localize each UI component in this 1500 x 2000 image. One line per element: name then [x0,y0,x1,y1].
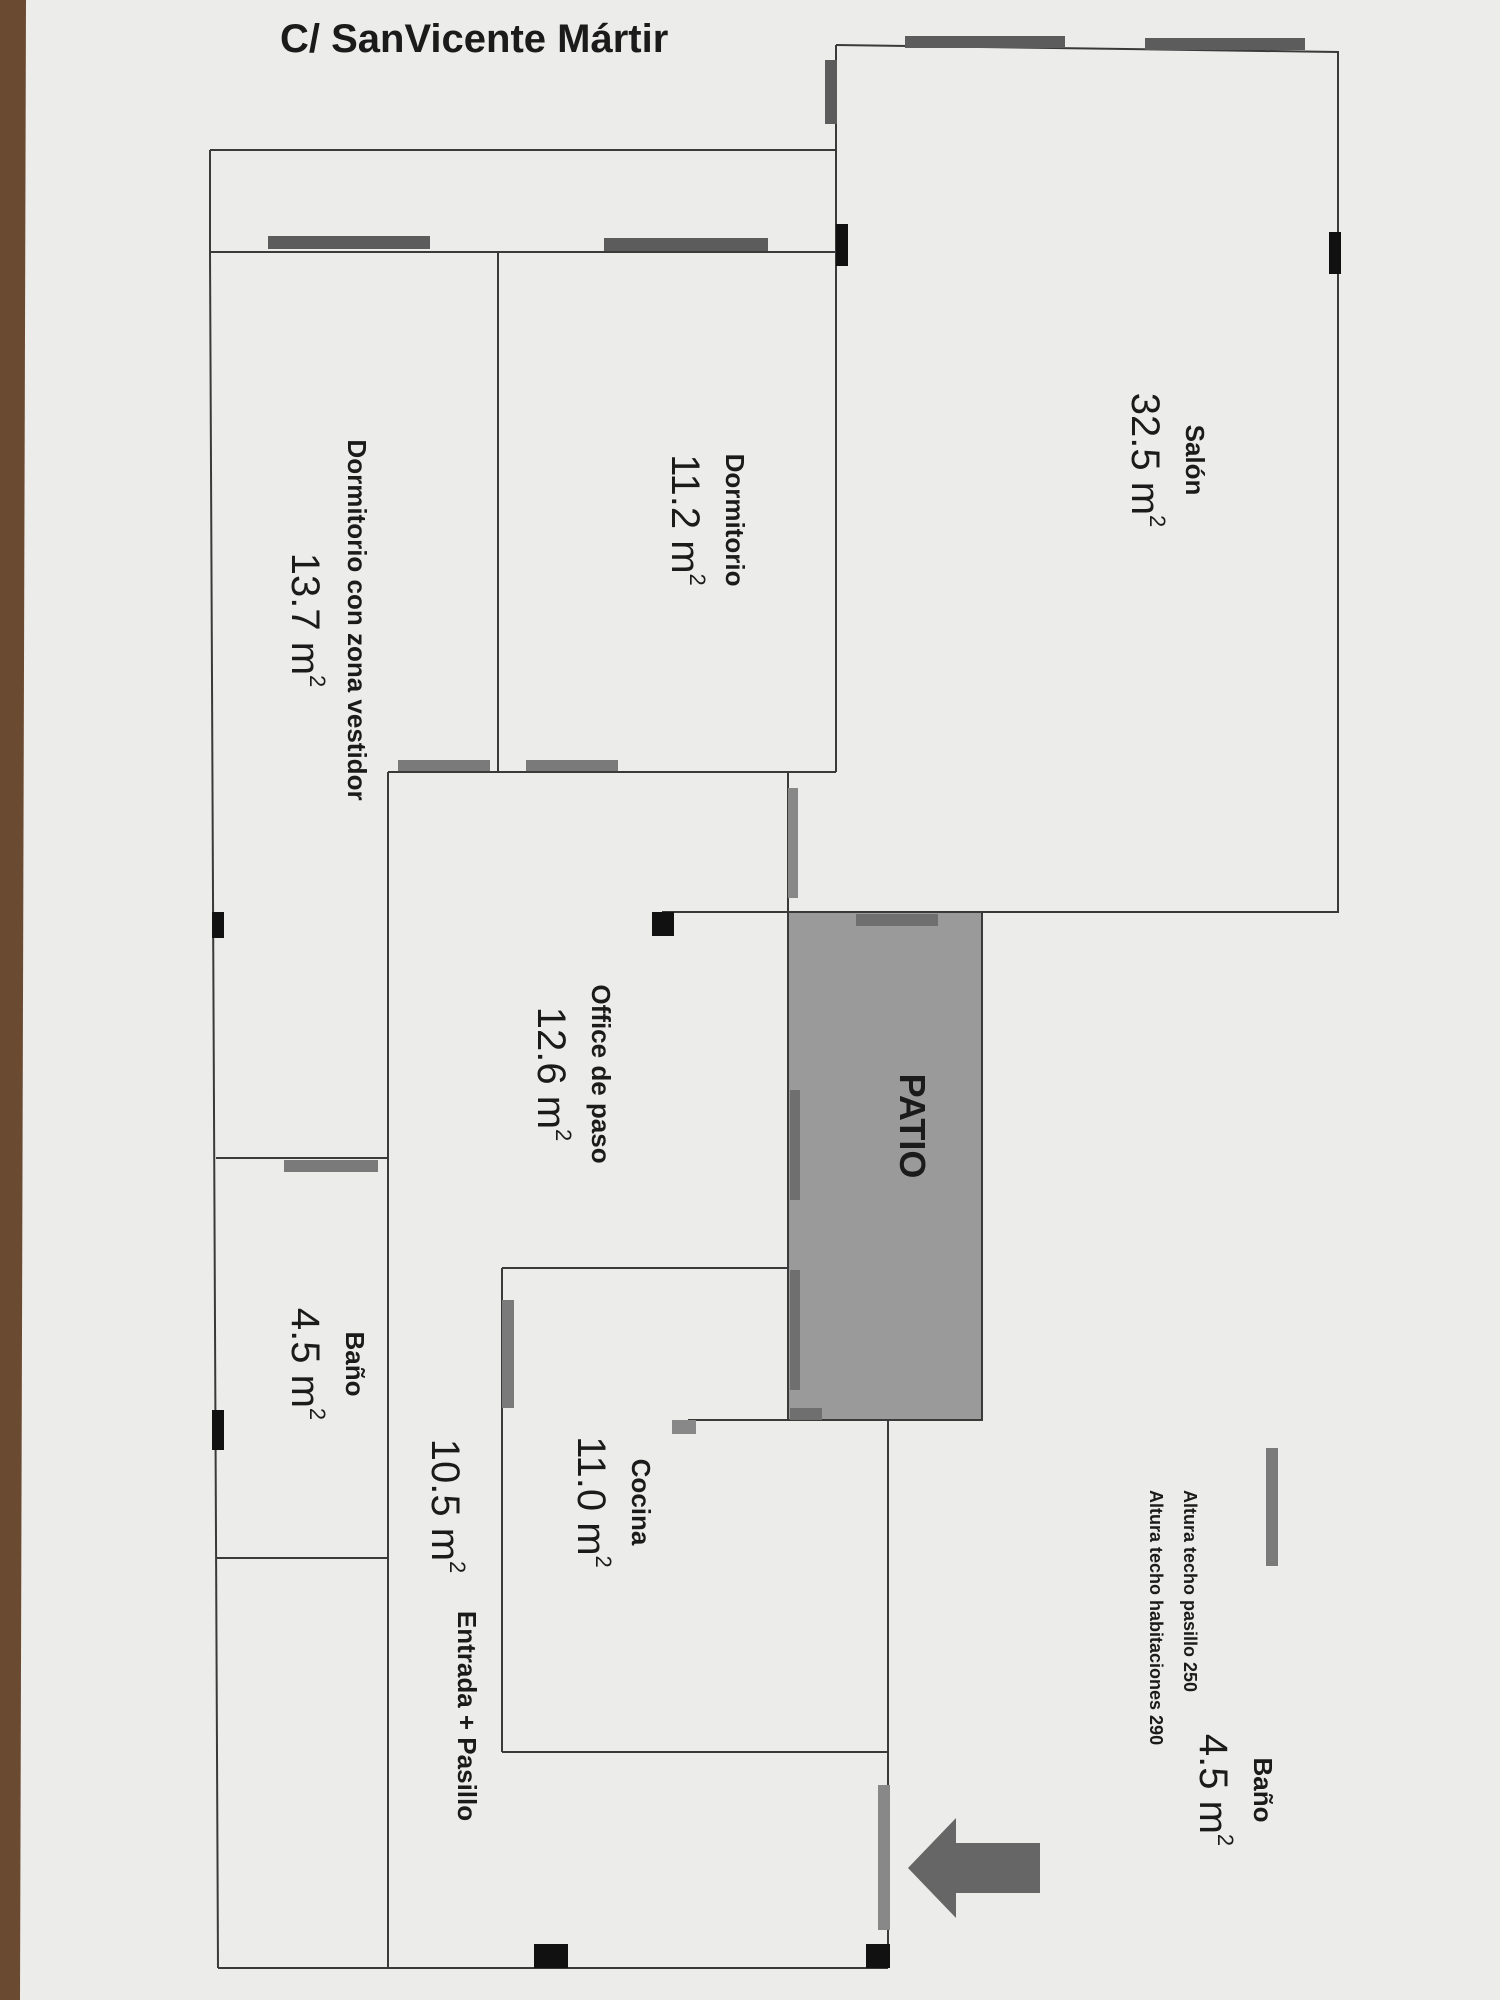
room-office-area: 12.6 m2 [529,1007,576,1142]
room-dormitorio-vestidor: 13.7 m2 Dormitorio con zona vestidor [283,439,372,800]
room-office-name: Office de paso [586,984,616,1163]
room-cocina-area: 11.0 m2 [569,1436,616,1568]
street-label: C/ SanVicente Mártir [280,17,668,61]
room-dormitorio-vestidor-name: Dormitorio con zona vestidor [342,439,372,800]
room-cocina-name: Cocina [626,1459,656,1546]
room-dormitorio-name: Dormitorio [720,454,750,587]
patio-area [787,911,983,1421]
room-bano-2-area: 4.5 m2 [1191,1734,1238,1846]
paper-sheet [20,0,1500,2000]
entrance-arrow-icon [908,1818,1040,1918]
room-dormitorio: Dormitorio 11.2 m2 [663,454,750,587]
doors [212,224,1341,1968]
ceiling-note-2: Altura techo habitaciones 290 [1146,1490,1166,1745]
room-bano-2-name: Baño [1248,1758,1278,1823]
room-entrada-label: Entrada + Pasillo [452,1611,482,1821]
room-salon-area: 32.5 m2 [1123,393,1170,528]
room-bano-2: Baño 4.5 m2 [1191,1734,1278,1846]
room-entrada-name: Entrada + Pasillo [452,1611,482,1821]
room-patio: PATIO [892,1074,933,1179]
room-cocina: Cocina 11.0 m2 [569,1436,656,1568]
ceiling-notes: Altura techo pasillo 250 Altura techo ha… [1146,1490,1200,1745]
room-bano-1-name: Baño [340,1332,370,1397]
room-bano-1-area: 4.5 m2 [283,1308,330,1420]
walls [209,44,1339,1969]
room-bano-1: Baño 4.5 m2 [283,1308,370,1420]
room-entrada: 10.5 m2 [423,1439,470,1574]
room-salon-name: Salón [1180,425,1210,496]
room-office: Office de paso 12.6 m2 [529,984,616,1163]
room-patio-name: PATIO [892,1074,933,1179]
room-dormitorio-vestidor-area: 13.7 m2 [283,553,330,688]
ceiling-note-1: Altura techo pasillo 250 [1180,1490,1200,1692]
room-dormitorio-area: 11.2 m2 [663,454,710,586]
room-salon: Salón 32.5 m2 [1123,393,1210,528]
windows [268,36,1305,1930]
room-entrada-area: 10.5 m2 [423,1439,470,1574]
